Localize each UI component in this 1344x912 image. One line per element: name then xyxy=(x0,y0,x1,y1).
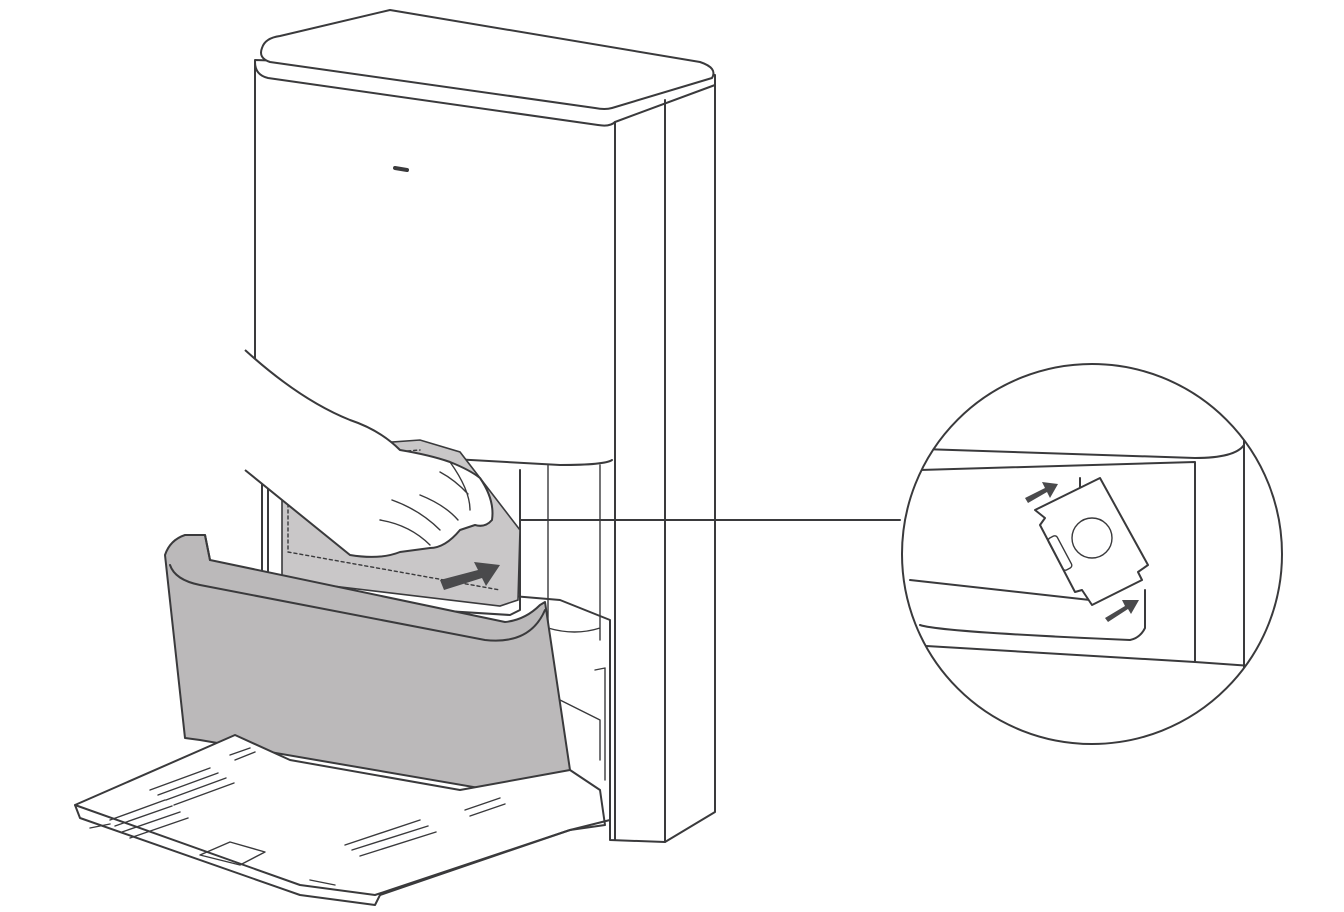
callout-arrow-icon xyxy=(1025,482,1058,503)
station-lid xyxy=(260,9,715,110)
ramp xyxy=(74,734,611,906)
hand xyxy=(244,349,494,558)
dust-bag-card xyxy=(1034,477,1149,606)
callout-arrow-icon xyxy=(1105,600,1139,622)
indicator-light xyxy=(393,166,409,172)
ramp-grip-lines xyxy=(89,747,506,886)
insert-arrow-icon xyxy=(440,562,500,590)
callout-magnifier xyxy=(901,363,1283,745)
